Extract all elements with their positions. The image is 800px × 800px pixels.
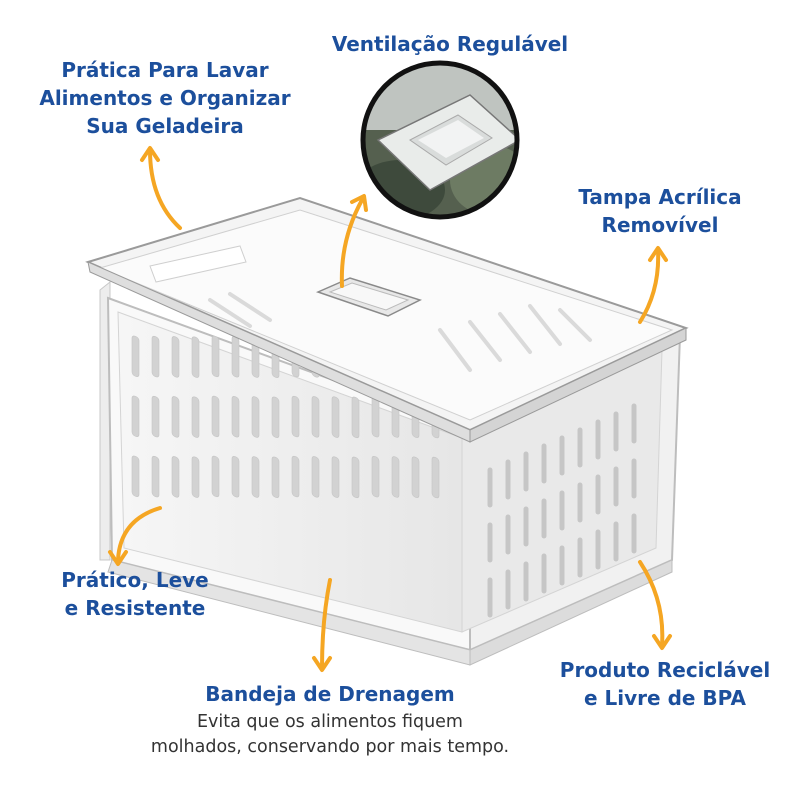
arrow-bandeja <box>312 578 332 672</box>
callout-arrows <box>108 146 672 672</box>
feature-label-line: e Resistente <box>64 596 206 620</box>
feature-label-line: Tampa Acrílica <box>578 185 742 209</box>
feature-label-ventilacao: Ventilação Regulável <box>331 32 569 56</box>
arrow-tampa <box>638 246 668 324</box>
description-line: Evita que os alimentos fiquem <box>197 712 463 732</box>
arrow-ventilacao <box>339 194 368 288</box>
feature-label-line: Sua Geladeira <box>86 114 244 138</box>
feature-label-line: Removível <box>601 213 719 237</box>
front-slots <box>131 335 440 499</box>
feature-label-tampa: Tampa Acrílica Removível <box>560 183 760 239</box>
feature-label-pratico-leve: Prático, Leve e Resistente <box>30 566 240 622</box>
arrow-produto <box>638 560 672 650</box>
feature-label-produto: Produto Reciclável e Livre de BPA <box>540 656 790 712</box>
vent-button <box>315 277 422 317</box>
feature-label-bandeja: Bandeja de Drenagem <box>205 682 455 706</box>
feature-label-line: Alimentos e Organizar <box>39 86 291 110</box>
vent-zoom-circle <box>360 60 520 220</box>
arrow-pratico-leve <box>108 506 162 566</box>
arrow-pratica-lavar <box>140 146 182 230</box>
feature-label-line: Prática Para Lavar <box>61 58 269 82</box>
feature-label-line: e Livre de BPA <box>584 686 746 710</box>
feature-description-bandeja: Evita que os alimentos fiquem molhados, … <box>90 710 570 760</box>
feature-label-line: Prático, Leve <box>61 568 209 592</box>
feature-label-line: Produto Reciclável <box>559 658 771 682</box>
description-line: molhados, conservando por mais tempo. <box>150 737 510 757</box>
side-slots <box>487 403 637 618</box>
feature-label-pratica-lavar: Prática Para Lavar Alimentos e Organizar… <box>30 56 300 140</box>
